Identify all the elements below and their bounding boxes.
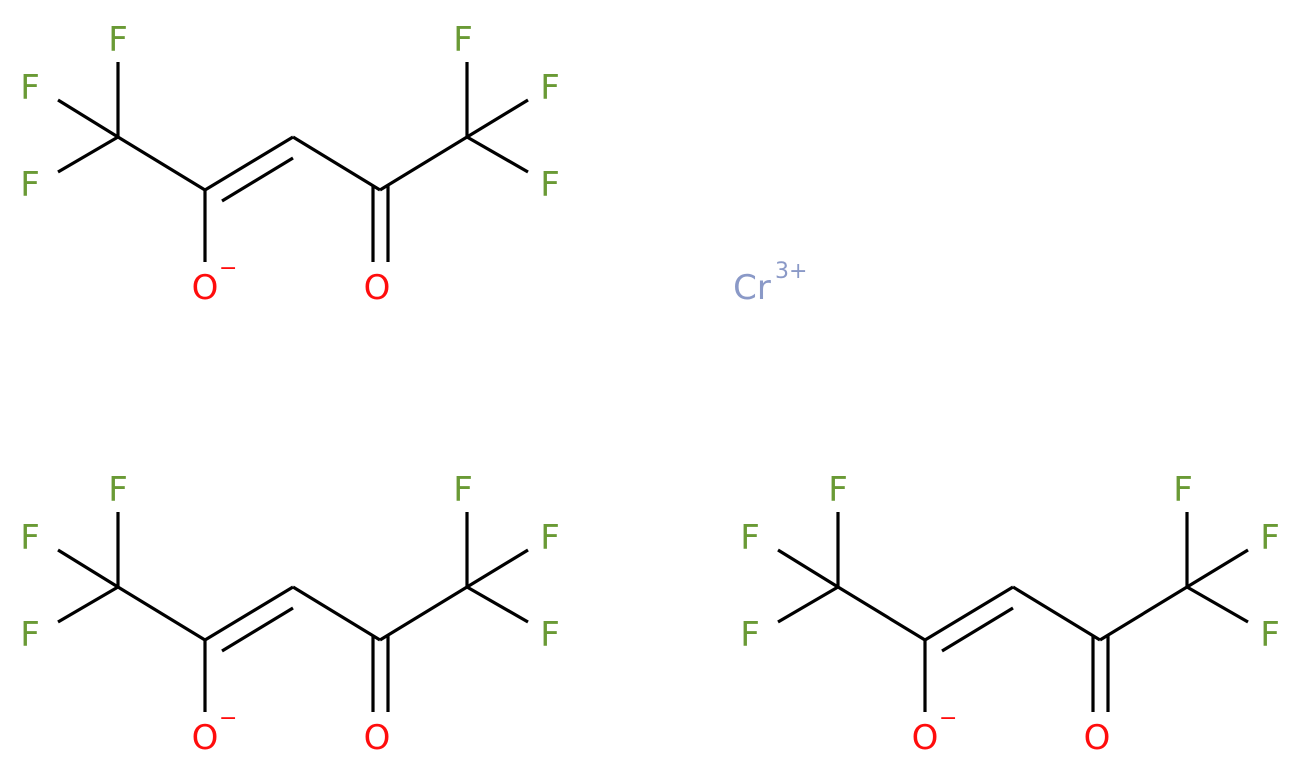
bond: [941, 606, 1014, 653]
bond: [1186, 548, 1249, 589]
bond: [1012, 585, 1101, 642]
bond: [117, 135, 206, 192]
oxide-label: O: [912, 718, 939, 758]
bond: [777, 548, 839, 589]
fluorine-label: F: [740, 615, 760, 655]
fluorine-label: F: [828, 470, 848, 510]
bond: [57, 135, 119, 174]
fluorine-label: F: [20, 518, 40, 558]
fluorine-label: F: [740, 518, 760, 558]
bond: [221, 156, 294, 203]
fluorine-label: F: [540, 165, 560, 205]
fluorine-label: F: [108, 470, 128, 510]
oxide-label: O: [192, 268, 219, 308]
bond: [379, 585, 468, 642]
bond: [1099, 585, 1188, 642]
oxide-charge: −: [219, 256, 237, 281]
fluorine-label: F: [540, 518, 560, 558]
bond: [466, 585, 529, 624]
fluorine-label: F: [540, 615, 560, 655]
bond: [204, 135, 294, 192]
bond: [117, 585, 206, 642]
bond: [837, 585, 926, 642]
fluorine-label: F: [1260, 615, 1280, 655]
carbonyl-oxygen-label: O: [1084, 718, 1111, 758]
chromium-label: Cr: [733, 268, 771, 308]
fluorine-label: F: [1260, 518, 1280, 558]
bond: [1186, 585, 1249, 624]
bond: [777, 585, 839, 624]
fluorine-label: F: [453, 20, 473, 60]
bond: [379, 135, 468, 192]
bond: [466, 135, 529, 174]
fluorine-label: F: [20, 68, 40, 108]
bond: [924, 585, 1014, 642]
bond: [292, 585, 381, 642]
fluorine-label: F: [108, 20, 128, 60]
oxide-label: O: [192, 718, 219, 758]
fluorine-label: F: [453, 470, 473, 510]
oxide-charge: −: [219, 706, 237, 731]
carbonyl-oxygen-label: O: [364, 718, 391, 758]
bond: [57, 98, 119, 139]
bond: [466, 98, 529, 139]
bond: [57, 585, 119, 624]
oxide-charge: −: [939, 706, 957, 731]
fluorine-label: F: [1173, 470, 1193, 510]
fluorine-label: F: [20, 615, 40, 655]
bond: [204, 585, 294, 642]
carbonyl-oxygen-label: O: [364, 268, 391, 308]
chromium-charge: 3+: [775, 259, 807, 284]
chromium-ion: Cr 3+: [733, 259, 807, 308]
fluorine-label: F: [20, 165, 40, 205]
bond: [57, 548, 119, 589]
bond: [221, 606, 294, 653]
fluorine-label: F: [540, 68, 560, 108]
bond: [292, 135, 381, 192]
bond: [466, 548, 529, 589]
